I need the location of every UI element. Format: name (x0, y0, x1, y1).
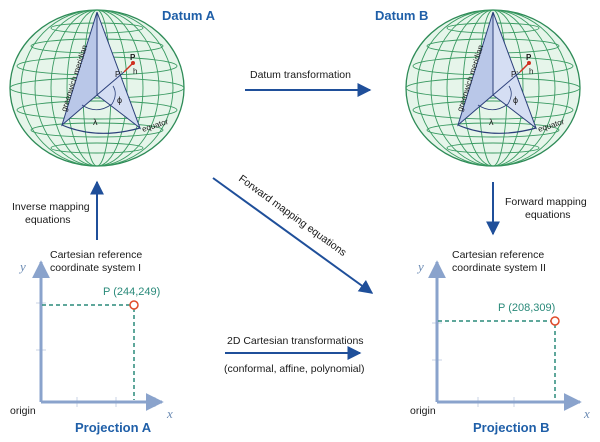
globe-b-p-prime: P' (511, 70, 518, 79)
proj-b-origin: origin (410, 405, 436, 417)
projection-a-plot: Cartesian reference coordinate system I … (10, 249, 173, 421)
proj-b-heading-2: coordinate system II (452, 262, 546, 274)
globe-a-lambda-arc (81, 103, 113, 111)
datum-transformation-label: Datum transformation (250, 69, 351, 81)
globe-a-p-prime: P' (115, 70, 122, 79)
cartesian-2d-sublabel: (conformal, affine, polynomial) (224, 363, 364, 375)
proj-a-origin: origin (10, 405, 36, 417)
forward-mapping-label-1: Forward mapping (505, 196, 587, 208)
proj-b-point-label: P (208,309) (498, 302, 555, 314)
globe-b-radius (492, 71, 521, 96)
proj-b-x-label: x (583, 406, 590, 421)
projection-b-title: Projection B (473, 420, 550, 435)
proj-a-heading-2: coordinate system I (50, 262, 141, 274)
proj-b-ticks (432, 322, 515, 407)
projection-a-title: Projection A (75, 420, 152, 435)
forward-mapping-label-2: equations (525, 209, 571, 221)
globe-b-phi-arc (507, 85, 512, 105)
inverse-mapping-label-2: equations (25, 214, 71, 226)
globe-b-lambda: λ (489, 117, 494, 127)
proj-b-y-label: y (416, 259, 424, 274)
proj-a-ticks (36, 302, 156, 407)
forward-mapping-diagonal-arrow (212, 177, 374, 294)
datum-a-title: Datum A (162, 8, 216, 23)
proj-a-point (129, 300, 139, 310)
datum-b-title: Datum B (375, 8, 428, 23)
globe-b-h: h (529, 67, 533, 76)
proj-a-heading-1: Cartesian reference (50, 249, 142, 261)
globe-a-h: h (133, 67, 137, 76)
globe-a-phi: ϕ (117, 95, 122, 105)
globe-b-phi: ϕ (513, 95, 518, 105)
globe-a-phi-arc (111, 85, 116, 105)
globe-b-point-p (527, 61, 531, 65)
proj-a-point-label: P (244,249) (103, 286, 160, 298)
globe-a-h-line (123, 62, 134, 73)
globe-a-lambda: λ (93, 117, 98, 127)
proj-b-heading-1: Cartesian reference (452, 249, 544, 261)
globe-b-lambda-arc (477, 103, 509, 111)
globe-a-equator-line (61, 124, 141, 134)
globe-a-point-p (131, 61, 135, 65)
inverse-mapping-label-1: Inverse mapping (12, 201, 90, 213)
globe-a-wedge-right (96, 11, 142, 130)
cartesian-2d-label: 2D Cartesian transformations (227, 335, 364, 347)
proj-a-y-label: y (18, 259, 26, 274)
globe-b-wedge-right (492, 11, 538, 130)
projection-b-plot: Cartesian reference coordinate system II… (410, 249, 590, 421)
globe-a-radius (96, 71, 125, 96)
globe-datum-a: λ ϕ P' P h greenwich meridian equator (9, 9, 185, 167)
globe-datum-b: λ ϕ P' P h greenwich meridian equator (405, 9, 581, 167)
globe-b-p: P (526, 53, 532, 62)
forward-mapping-diagonal-label: Forward mapping equations (236, 173, 348, 259)
globe-a-grid (10, 10, 184, 166)
proj-a-x-label: x (166, 406, 173, 421)
globe-b-grid (406, 10, 580, 166)
globe-b-equator-line (457, 124, 537, 134)
proj-b-point (550, 316, 560, 326)
globe-b-h-line (519, 62, 530, 73)
globe-a-p: P (130, 53, 136, 62)
